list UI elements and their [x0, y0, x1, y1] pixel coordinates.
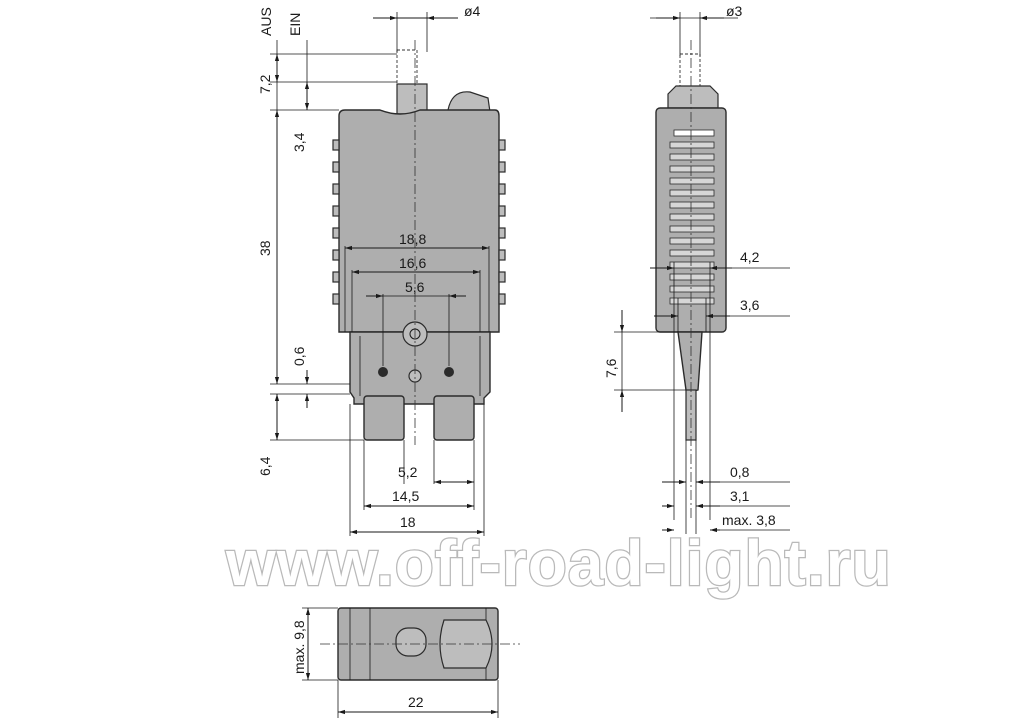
- front-view: ø4 AUS EIN 7,2 3,4 38 0,6 6,4 18,8: [257, 3, 506, 536]
- button-hidden-outline: [396, 49, 418, 85]
- dim-side-button-diameter: ø3: [726, 3, 743, 19]
- dim-body-height: 38: [257, 240, 273, 256]
- side-view: ø3 4,2 3,6 7,6 0,8 3,1: [603, 3, 790, 534]
- top-button: [395, 627, 427, 657]
- dim-blade-span: 14,5: [392, 488, 419, 504]
- dim-blade-width: 5,2: [398, 464, 418, 480]
- dim-blade-offset: 3,1: [730, 488, 750, 504]
- dim-hole-spacing: 5,6: [405, 279, 425, 295]
- hole-left: [378, 367, 388, 377]
- dim-button-diameter: ø4: [464, 3, 481, 19]
- lever-cap: [447, 91, 491, 113]
- label-aus: AUS: [258, 7, 274, 36]
- dim-rib-depth-lower: 3,6: [740, 297, 760, 313]
- housing-body: [338, 109, 500, 333]
- dim-top-length: 22: [408, 694, 424, 710]
- label-ein: EIN: [287, 13, 303, 36]
- side-button: [667, 85, 719, 109]
- hole-right: [444, 367, 454, 377]
- dim-blade-length: 6,4: [257, 456, 273, 476]
- watermark-text: www.off-road-light.ru: [225, 527, 892, 599]
- side-blade-root: [677, 331, 703, 393]
- dim-rib-depth-upper: 4,2: [740, 249, 760, 265]
- left-ribs: [332, 139, 340, 305]
- dim-max-depth: max. 3,8: [722, 512, 776, 528]
- dim-blade-thickness: 0,8: [730, 464, 750, 480]
- dim-width-outer: 18,8: [399, 231, 426, 247]
- dim-base-width: 18: [400, 514, 416, 530]
- dim-width-inner: 16,6: [399, 255, 426, 271]
- dim-top-max-height: max. 9,8: [291, 620, 307, 674]
- dim-side-blade-length: 7,6: [603, 358, 619, 378]
- dim-travel: 7,2: [257, 74, 273, 94]
- blade-right: [433, 395, 475, 441]
- top-view: max. 9,8 22: [291, 607, 520, 718]
- blade-left: [363, 395, 405, 441]
- side-grille: [669, 129, 715, 305]
- dim-base-step: 0,6: [291, 346, 307, 366]
- dim-button-height: 3,4: [291, 132, 307, 152]
- right-ribs: [498, 139, 506, 305]
